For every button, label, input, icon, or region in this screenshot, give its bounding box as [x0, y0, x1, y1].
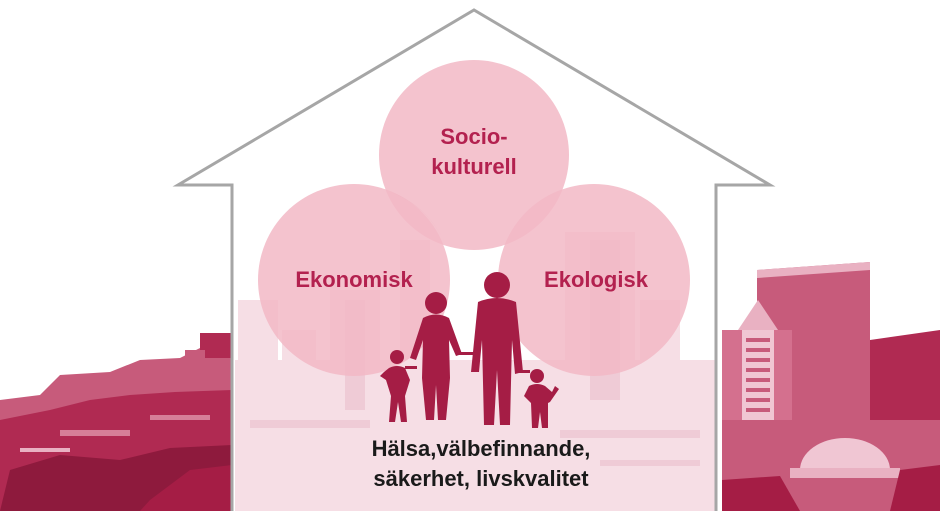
family-silhouette — [380, 272, 559, 428]
caption-line2: säkerhet, livskvalitet — [373, 466, 589, 491]
house-outline — [172, 8, 776, 511]
venn-circle-ekologisk — [498, 184, 690, 376]
caption-line1: Hälsa,välbefinnande, — [372, 436, 591, 461]
label-sociokulturell-line2: kulturell — [431, 154, 517, 179]
left-city — [0, 333, 232, 511]
label-sociokulturell-line1: Socio- — [440, 124, 507, 149]
venn-circle-ekonomisk — [258, 184, 450, 376]
label-ekologisk: Ekologisk — [544, 267, 649, 292]
label-ekonomisk: Ekonomisk — [295, 267, 413, 292]
venn-circle-sociokulturell — [379, 60, 569, 250]
right-city — [722, 262, 940, 511]
